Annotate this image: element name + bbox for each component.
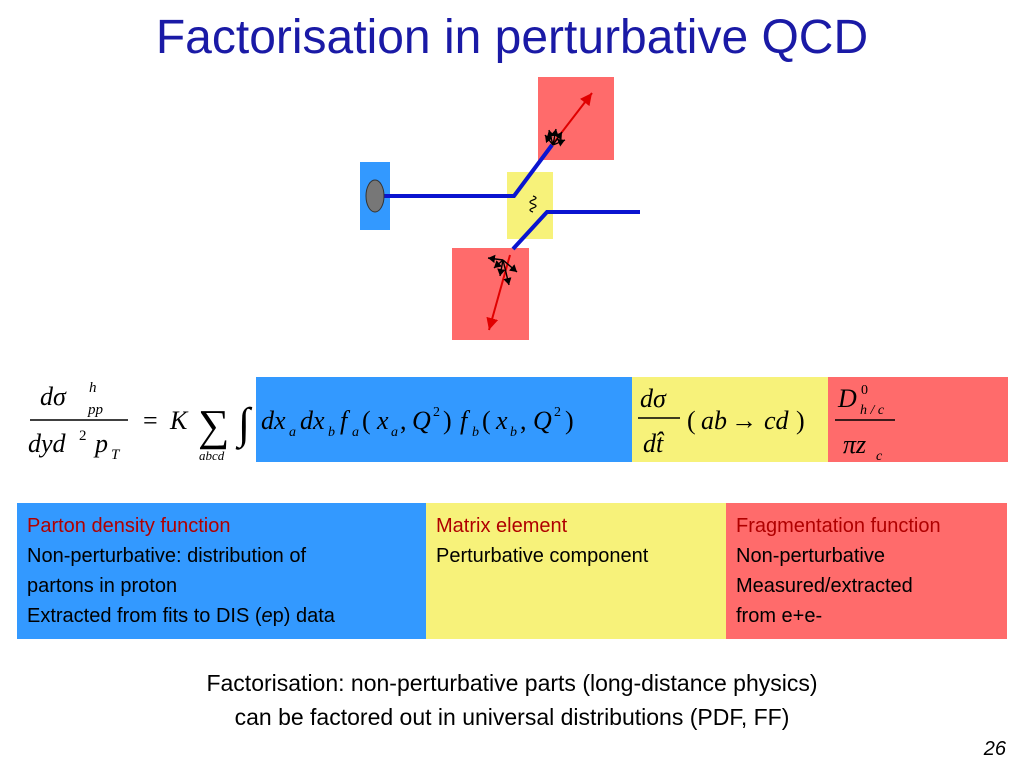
svg-text:dx: dx <box>300 406 325 435</box>
svg-text:b: b <box>510 425 517 440</box>
svg-text:x: x <box>495 406 508 435</box>
fragmentation-description-panel: Fragmentation function Non-perturbative … <box>726 503 1007 639</box>
svg-text:Q: Q <box>412 406 431 435</box>
frag-heading: Fragmentation function <box>736 511 997 541</box>
svg-text:,: , <box>520 406 527 435</box>
svg-text:h / c: h / c <box>860 403 885 418</box>
frag-line-2: Measured/extracted <box>736 571 997 601</box>
footer-line-2: can be factored out in universal distrib… <box>0 704 1024 731</box>
svg-text:a: a <box>289 425 296 440</box>
pdf-heading: Parton density function <box>27 511 416 541</box>
page-title: Factorisation in perturbative QCD <box>0 10 1024 65</box>
svg-text:→: → <box>731 406 757 435</box>
svg-text:∫: ∫ <box>235 399 253 450</box>
svg-text:): ) <box>565 406 574 435</box>
svg-text:b: b <box>328 425 335 440</box>
svg-text:2: 2 <box>554 405 561 420</box>
svg-text:c: c <box>876 449 883 464</box>
svg-text:a: a <box>352 425 359 440</box>
hard-scattering-diagram <box>340 70 640 370</box>
svg-text:(: ( <box>482 406 491 435</box>
svg-text:D: D <box>837 384 857 413</box>
pdf-line-3-post: p) data <box>273 605 335 627</box>
svg-text:∑: ∑ <box>198 401 229 450</box>
svg-text:,: , <box>400 406 407 435</box>
svg-text:Q: Q <box>533 406 552 435</box>
svg-text:(: ( <box>362 406 371 435</box>
svg-text:cd: cd <box>764 406 790 435</box>
svg-text:dt̂: dt̂ <box>643 429 665 458</box>
svg-text:dσ: dσ <box>40 382 67 411</box>
svg-text:h: h <box>89 380 97 396</box>
svg-text:b: b <box>472 425 479 440</box>
matrix-heading: Matrix element <box>436 511 716 541</box>
svg-text:dσ: dσ <box>640 384 667 413</box>
svg-text:ab: ab <box>701 406 727 435</box>
svg-text:=: = <box>143 406 158 435</box>
svg-text:a: a <box>391 425 398 440</box>
svg-text:abcd: abcd <box>199 448 225 463</box>
cross-section-formula: dσ h pp dyd 2 p T = K ∑ abcd ∫ dx a dx b… <box>0 372 1024 472</box>
svg-text:T: T <box>111 447 121 463</box>
footer-line-1: Factorisation: non-perturbative parts (l… <box>0 670 1024 697</box>
svg-text:2: 2 <box>79 428 87 444</box>
pdf-line-2: partons in proton <box>27 571 416 601</box>
pdf-line-3-em: e <box>262 605 273 627</box>
matrix-element-description-panel: Matrix element Perturbative component <box>426 503 726 639</box>
svg-text:p: p <box>93 429 108 458</box>
pdf-description-panel: Parton density function Non-perturbative… <box>17 503 426 639</box>
pdf-line-3: Extracted from fits to DIS (ep) data <box>27 601 416 631</box>
svg-text:(: ( <box>687 406 696 435</box>
left-proton <box>366 180 384 212</box>
svg-text:dyd: dyd <box>28 429 67 458</box>
svg-text:f: f <box>460 406 471 435</box>
svg-text:K: K <box>169 406 189 435</box>
frag-line-3: from e+e- <box>736 601 997 631</box>
svg-text:): ) <box>796 406 805 435</box>
svg-text:2: 2 <box>433 405 440 420</box>
svg-text:f: f <box>340 406 351 435</box>
frag-line-1: Non-perturbative <box>736 541 997 571</box>
svg-text:pp: pp <box>87 402 104 418</box>
pdf-line-1: Non-perturbative: distribution of <box>27 541 416 571</box>
svg-text:): ) <box>443 406 452 435</box>
svg-text:dx: dx <box>261 406 286 435</box>
svg-text:0: 0 <box>861 383 868 398</box>
page-number: 26 <box>984 738 1006 761</box>
svg-text:x: x <box>376 406 389 435</box>
svg-text:πz: πz <box>843 430 866 459</box>
pdf-line-3-pre: Extracted from fits to DIS ( <box>27 605 262 627</box>
matrix-line-1: Perturbative component <box>436 541 716 571</box>
